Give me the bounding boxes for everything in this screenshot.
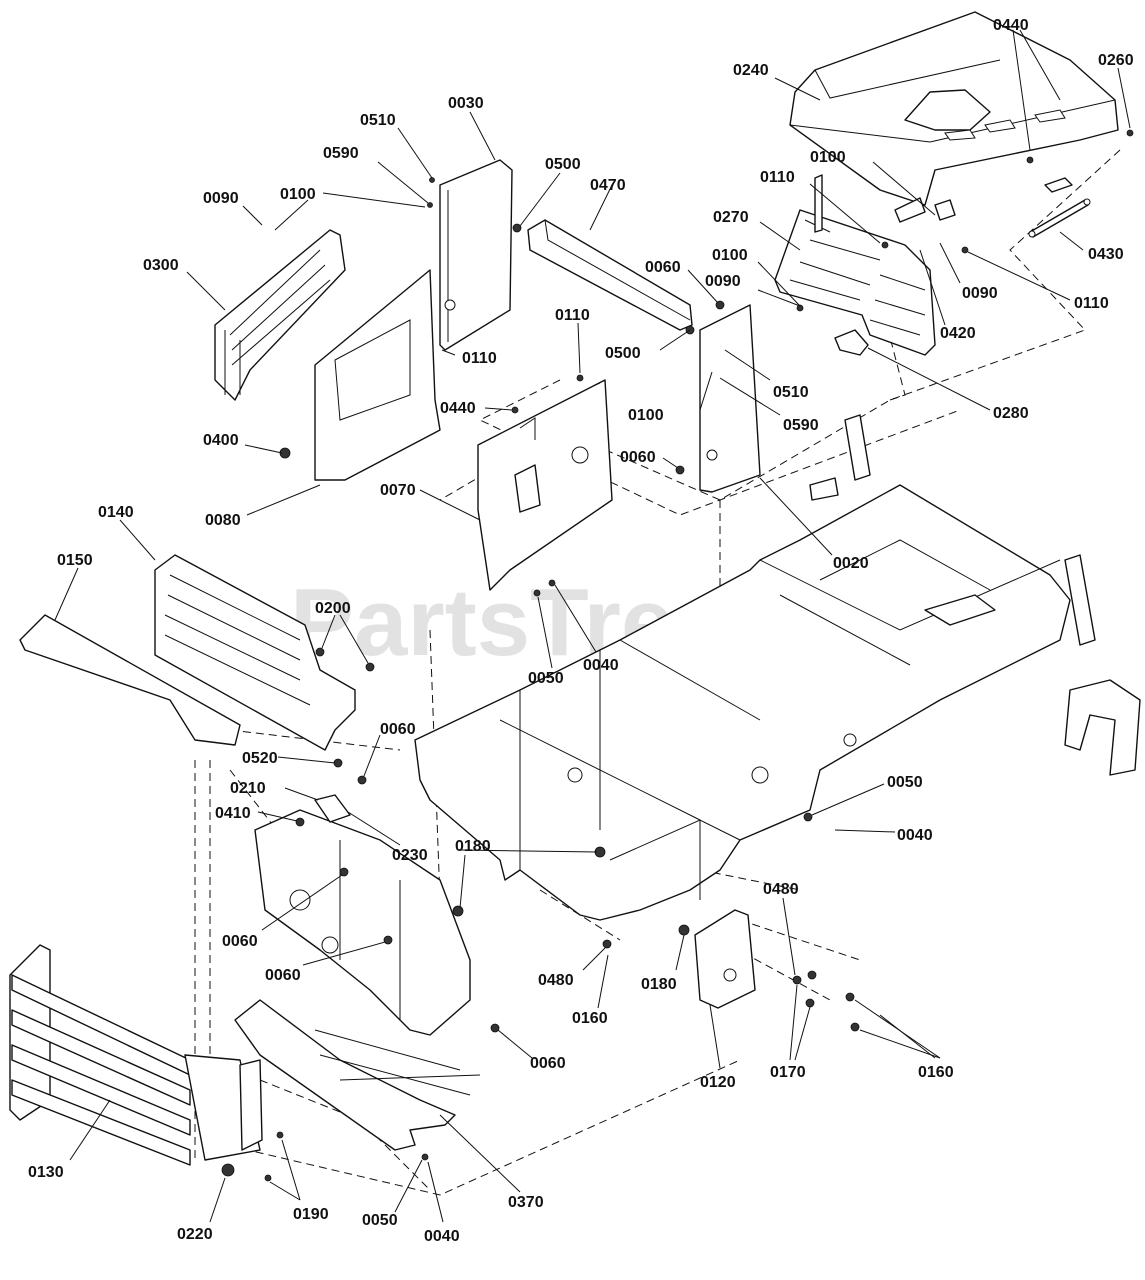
callout-0280: 0280 <box>993 405 1029 422</box>
callout-0110-right: 0110 <box>1074 295 1109 312</box>
callout-0180-left: 0180 <box>455 838 491 855</box>
side-panel-0030 <box>439 159 513 351</box>
callout-0500: 0500 <box>545 156 581 173</box>
bumper-0130 <box>9 944 263 1166</box>
callout-0220: 0220 <box>177 1226 213 1243</box>
callout-0090-right: 0090 <box>962 285 998 302</box>
callout-0110: 0110 <box>760 169 795 186</box>
callout-0160-right: 0160 <box>918 1064 954 1081</box>
callout-0100-mid: 0100 <box>712 247 748 264</box>
callout-0060-mid: 0060 <box>620 449 656 466</box>
callout-0240: 0240 <box>733 62 769 79</box>
callout-0440: 0440 <box>993 17 1029 34</box>
callout-0060-bottom: 0060 <box>530 1055 566 1072</box>
callout-0590-lower: 0590 <box>783 417 819 434</box>
gas-strut-0430 <box>1028 177 1091 238</box>
panel-0080 <box>314 269 441 481</box>
callout-0500-lower: 0500 <box>605 345 641 362</box>
panel-0070 <box>477 379 613 591</box>
bracket-bar-0470 <box>527 219 693 331</box>
callout-0370: 0370 <box>508 1194 544 1211</box>
callout-0110-mid: 0110 <box>555 307 590 324</box>
callout-0270: 0270 <box>713 209 749 226</box>
screen-0140 <box>154 554 356 751</box>
callout-0410: 0410 <box>215 805 251 822</box>
callout-0510-lower: 0510 <box>773 384 809 401</box>
callout-0400: 0400 <box>203 432 239 449</box>
callout-0100: 0100 <box>810 149 846 166</box>
callout-0090-mid: 0090 <box>705 273 741 290</box>
callout-0030: 0030 <box>448 95 484 112</box>
callout-0040-right: 0040 <box>897 827 933 844</box>
callout-0170: 0170 <box>770 1064 806 1081</box>
leader-lines <box>54 29 1131 1223</box>
callout-0120: 0120 <box>700 1074 736 1091</box>
callout-0300: 0300 <box>143 257 179 274</box>
plate-0120 <box>694 909 756 1009</box>
callout-0050-right: 0050 <box>887 774 923 791</box>
foot-pan-0370 <box>234 999 481 1151</box>
callout-0430: 0430 <box>1088 246 1124 263</box>
callout-0090-left: 0090 <box>203 190 239 207</box>
callout-0020: 0020 <box>833 555 869 572</box>
callout-0070: 0070 <box>380 482 416 499</box>
screen-0300 <box>214 229 346 401</box>
callout-0150: 0150 <box>57 552 93 569</box>
callout-0160-left: 0160 <box>572 1010 608 1027</box>
callout-labels: 0440 0260 0240 0100 0110 0270 0430 0090 … <box>28 17 1134 1245</box>
callout-0130: 0130 <box>28 1164 64 1181</box>
callout-0590: 0590 <box>323 145 359 162</box>
callout-0480-left: 0480 <box>538 972 574 989</box>
callout-0180-right: 0180 <box>641 976 677 993</box>
callout-0060-bracket-lower: 0060 <box>265 967 301 984</box>
callout-0520: 0520 <box>242 750 278 767</box>
hinge-0420 <box>894 197 956 223</box>
callout-0440-mid: 0440 <box>440 400 476 417</box>
callout-0480-right: 0480 <box>763 881 799 898</box>
hood-0240 <box>789 11 1119 206</box>
callout-0510: 0510 <box>360 112 396 129</box>
callout-0100-left: 0100 <box>280 186 316 203</box>
main-frame <box>414 414 1141 921</box>
callout-0080: 0080 <box>205 512 241 529</box>
callout-0470: 0470 <box>590 177 626 194</box>
callout-0230: 0230 <box>392 847 428 864</box>
deflector-0150 <box>19 614 241 746</box>
callout-0100-lower: 0100 <box>628 407 664 424</box>
callout-0190: 0190 <box>293 1206 329 1223</box>
callout-0040-bottom: 0040 <box>424 1228 460 1245</box>
callout-0050-mid: 0050 <box>528 670 564 687</box>
bracket-0210 <box>314 794 351 823</box>
callout-0200: 0200 <box>315 600 351 617</box>
callout-0210: 0210 <box>230 780 266 797</box>
callout-0040-mid: 0040 <box>583 657 619 674</box>
callout-0060-top: 0060 <box>645 259 681 276</box>
callout-0260: 0260 <box>1098 52 1134 69</box>
mount-bracket-0230 <box>254 809 471 1036</box>
fasteners <box>264 129 1134 1182</box>
callout-0140: 0140 <box>98 504 134 521</box>
callout-0060-bracket: 0060 <box>222 933 258 950</box>
callout-0420: 0420 <box>940 325 976 342</box>
callout-0110-left: 0110 <box>462 350 497 367</box>
latch-0280 <box>834 329 869 356</box>
side-panel-0020 <box>699 304 761 493</box>
cap-0220 <box>221 1163 235 1177</box>
grille-0270 <box>774 174 936 356</box>
callout-0060-left: 0060 <box>380 721 416 738</box>
callout-0050-bottom: 0050 <box>362 1212 398 1229</box>
